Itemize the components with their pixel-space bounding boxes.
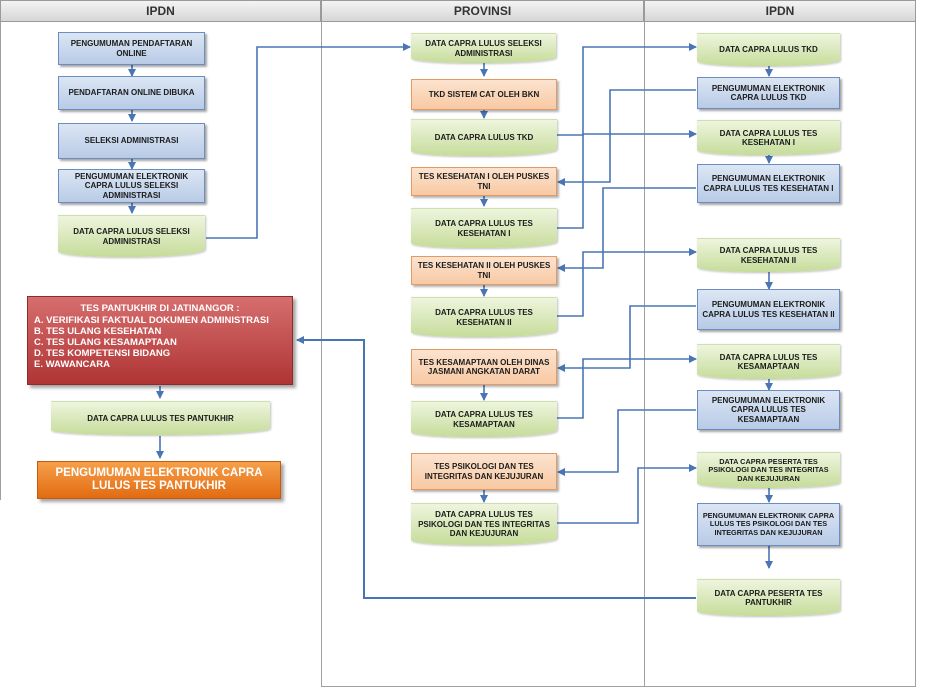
pengumuman-lulus-seleksi-box: PENGUMUMAN ELEKTRONIK CAPRA LULUS SELEKS… <box>58 169 205 203</box>
prov-data-lulus-kesehatan-1-doc: DATA CAPRA LULUS TES KESEHATAN I <box>411 208 557 248</box>
lane-header-ipdn-right: IPDN <box>644 0 916 22</box>
arrow-pengumuman-samapta <box>557 409 696 476</box>
ipdn-data-peserta-pantukhir-doc: DATA CAPRA PESERTA TES PANTUKHIR <box>697 579 840 616</box>
tes-kesamaptaan-box: TES KESAMAPTAAN OLEH DINAS JASMANI ANGKA… <box>411 349 557 385</box>
arrow-kes1-to-ipdn <box>557 130 697 229</box>
prov-data-lulus-kesamaptaan-doc: DATA CAPRA LULUS TES KESAMAPTAAN <box>411 401 557 437</box>
ipdn-pengumuman-kesehatan-2-box: PENGUMUMAN ELEKTRONIK CAPRA LULUS TES KE… <box>697 289 840 330</box>
lane-header-ipdn-left: IPDN <box>0 0 321 22</box>
arrow-pantukhir-to-jatinangor <box>296 336 696 599</box>
arrow-tkd-to-ipdn <box>557 43 697 136</box>
lane-divider-2 <box>644 22 645 687</box>
ipdn-pengumuman-kesehatan-1-box: PENGUMUMAN ELEKTRONIK CAPRA LULUS TES KE… <box>697 164 840 203</box>
pantukhir-item-a: A. VERIFIKASI FAKTUAL DOKUMEN ADMINISTRA… <box>34 315 269 326</box>
pantukhir-item-e: E. WAWANCARA <box>34 359 110 370</box>
tes-psikologi-box: TES PSIKOLOGI DAN TES INTEGRITAS DAN KEJ… <box>411 453 557 490</box>
ipdn-data-peserta-psikologi-doc: DATA CAPRA PESERTA TES PSIKOLOGI DAN TES… <box>697 452 840 488</box>
arrow-samapta-to-ipdn <box>557 355 697 419</box>
prov-data-lulus-seleksi-doc: DATA CAPRA LULUS SELEKSI ADMINISTRASI <box>411 33 556 63</box>
lane-divider-1 <box>321 22 322 687</box>
ipdn-pengumuman-kesamaptaan-box: PENGUMUMAN ELEKTRONIK CAPRA LULUS TES KE… <box>697 390 840 430</box>
tes-kesehatan-1-box: TES KESEHATAN I OLEH PUSKES TNI <box>411 167 557 196</box>
pantukhir-item-c: C. TES ULANG KESAMAPTAAN <box>34 337 177 348</box>
lane-header-provinsi: PROVINSI <box>321 0 644 22</box>
pantukhir-item-b: B. TES ULANG KESEHATAN <box>34 326 162 337</box>
arrow-pengumuman-kes1 <box>557 187 696 272</box>
lane-divider-left <box>0 22 1 500</box>
ipdn-pengumuman-tkd-box: PENGUMUMAN ELEKTRONIK CAPRA LULUS TKD <box>697 77 840 109</box>
tkd-cat-bkn-box: TKD SISTEM CAT OLEH BKN <box>411 79 557 110</box>
lane-divider-right <box>915 22 916 687</box>
data-lulus-seleksi-doc: DATA CAPRA LULUS SELEKSI ADMINISTRASI <box>58 215 205 257</box>
pantukhir-item-d: D. TES KOMPETENSI BIDANG <box>34 348 171 359</box>
ipdn-data-lulus-kesehatan-1-doc: DATA CAPRA LULUS TES KESEHATAN I <box>697 120 840 155</box>
ipdn-data-lulus-kesamaptaan-doc: DATA CAPRA LULUS TES KESAMAPTAAN <box>697 344 840 379</box>
prov-data-lulus-tkd-doc: DATA CAPRA LULUS TKD <box>411 119 557 156</box>
pantukhir-title: TES PANTUKHIR DI JATINANGOR : <box>80 303 240 314</box>
arrow-pengumuman-kes2 <box>557 305 696 372</box>
arrow-data-seleksi-to-provinsi <box>206 43 411 239</box>
bottom-border <box>321 686 916 687</box>
arrow-kes2-to-ipdn <box>557 248 697 317</box>
seleksi-administrasi-box: SELEKSI ADMINISTRASI <box>58 123 205 159</box>
pantukhir-box: TES PANTUKHIR DI JATINANGOR : A. VERIFIK… <box>27 296 293 385</box>
arrow-pengumuman-tkd <box>557 89 696 186</box>
pengumuman-lulus-pantukhir-box: PENGUMUMAN ELEKTRONIK CAPRA LULUS TES PA… <box>37 461 281 499</box>
pendaftaran-online-box: PENDAFTARAN ONLINE DIBUKA <box>58 76 205 110</box>
ipdn-data-lulus-tkd-doc: DATA CAPRA LULUS TKD <box>697 33 840 66</box>
ipdn-pengumuman-psikologi-box: PENGUMUMAN ELEKTRONIK CAPRA LULUS TES PS… <box>697 503 840 546</box>
prov-data-lulus-kesehatan-2-doc: DATA CAPRA LULUS TES KESEHATAN II <box>411 297 557 337</box>
pengumuman-pendaftaran-box: PENGUMUMAN PENDAFTARAN ONLINE <box>58 32 205 65</box>
data-lulus-pantukhir-doc: DATA CAPRA LULUS TES PANTUKHIR <box>51 401 270 435</box>
arrow-psi-to-ipdn <box>557 464 697 524</box>
prov-data-lulus-psikologi-doc: DATA CAPRA LULUS TES PSIKOLOGI DAN TES I… <box>411 503 557 545</box>
ipdn-data-lulus-kesehatan-2-doc: DATA CAPRA LULUS TES KESEHATAN II <box>697 238 840 272</box>
tes-kesehatan-2-box: TES KESEHATAN II OLEH PUSKES TNI <box>411 256 557 285</box>
